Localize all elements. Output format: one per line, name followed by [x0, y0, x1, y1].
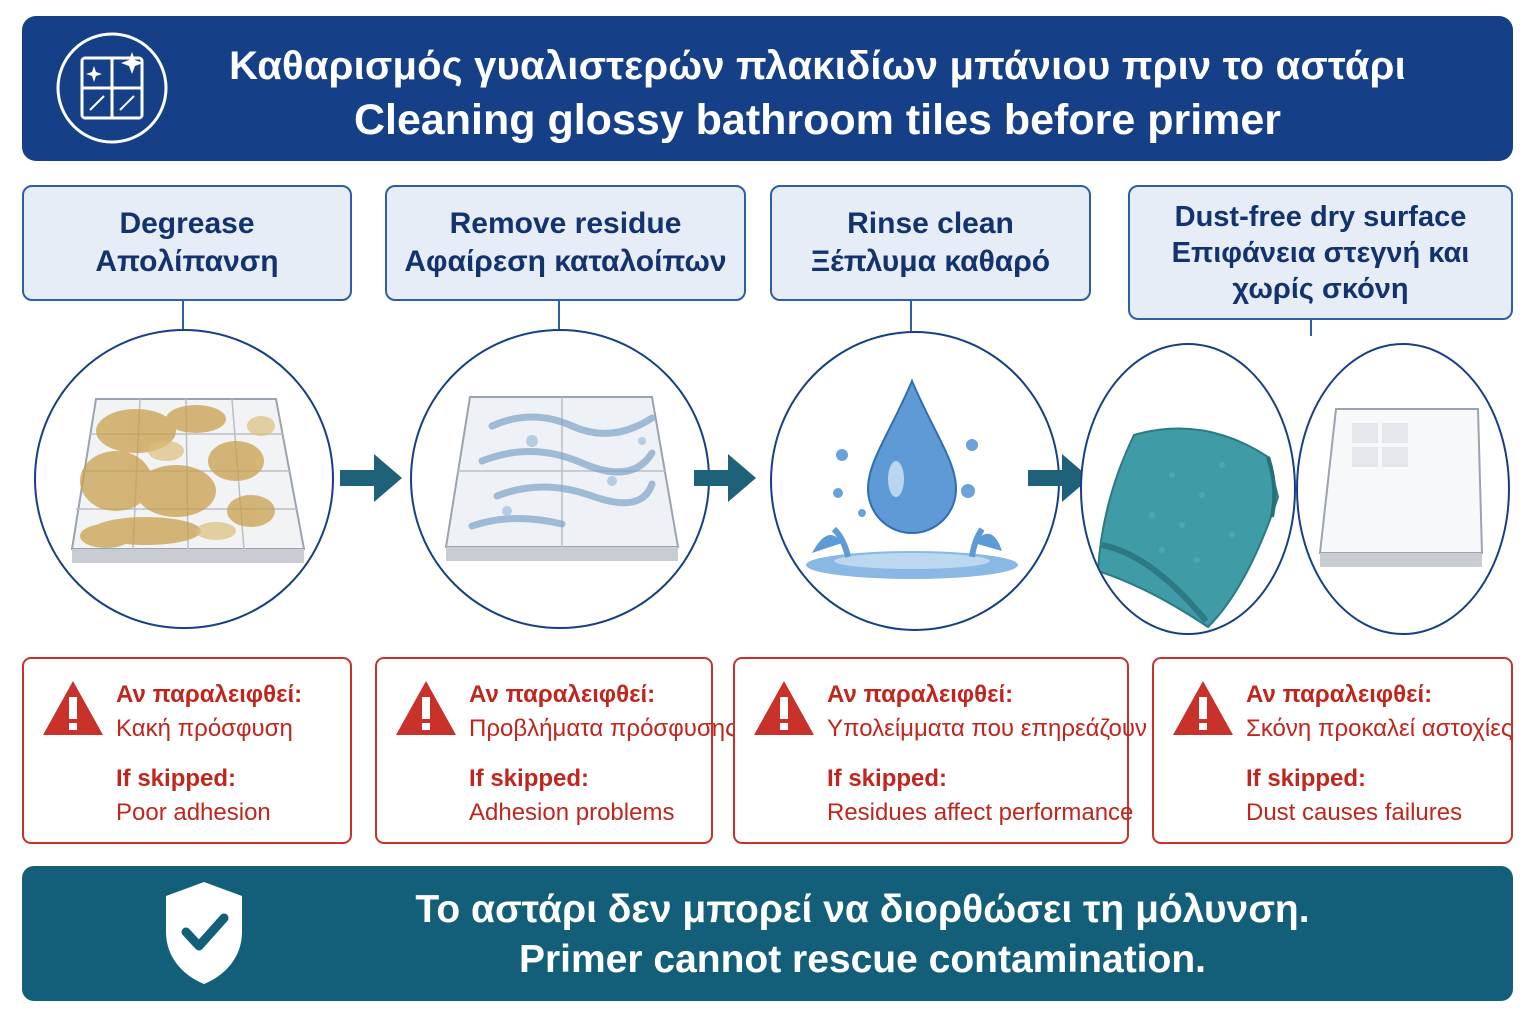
warning-label-en: If skipped:: [116, 765, 237, 792]
footer-banner: Το αστάρι δεν μπορεί να διορθώσει τη μόλ…: [22, 866, 1513, 1001]
warning-text-gr: Σκόνη προκαλεί αστοχίες: [1246, 715, 1513, 742]
header-banner: Καθαρισμός γυαλιστερών πλακιδίων μπάνιου…: [22, 16, 1513, 161]
title-english: Cleaning glossy bathroom tiles before pr…: [353, 96, 1282, 144]
step-label-en: Remove residue: [449, 207, 682, 240]
step-remove-residue-box: Remove residue Αφαίρεση καταλοίπων: [385, 185, 746, 301]
step-label-en: Dust-free dry surface: [1174, 200, 1467, 233]
warning-triangle-icon: [396, 681, 456, 735]
step-label-gr-line1: Επιφάνεια στεγνή και: [1171, 236, 1470, 269]
warning-triangle-icon: [1173, 681, 1233, 735]
step-label-gr: Ξέπλυμα καθαρό: [810, 245, 1051, 278]
footer-text-gr: Το αστάρι δεν μπορεί να διορθώσει τη μόλ…: [415, 888, 1310, 931]
title-greek: Καθαρισμός γυαλιστερών πλακιδίων μπάνιου…: [229, 44, 1406, 88]
connector-line: [182, 301, 184, 331]
greasy-tile-illustration: [34, 329, 334, 629]
warning-triangle-icon: [754, 681, 814, 735]
connector-line: [910, 301, 912, 331]
tile-sparkle-icon: [56, 32, 168, 144]
warning-box-residue: Αν παραλειφθεί: Προβλήματα πρόσφυσης If …: [375, 657, 737, 844]
warning-box-degrease: Αν παραλειφθεί: Κακή πρόσφυση If skipped…: [22, 657, 352, 844]
arrow-right-icon: [694, 454, 756, 502]
warning-label-gr: Αν παραλειφθεί:: [827, 681, 1014, 708]
warning-box-rinse: Αν παραλειφθεί: Υπολείμματα που επηρεάζο…: [733, 657, 1147, 844]
step-rinse-box: Rinse clean Ξέπλυμα καθαρό: [770, 185, 1091, 301]
warning-text-en: Residues affect performance: [827, 799, 1134, 826]
step-label-en: Rinse clean: [847, 207, 1014, 240]
arrow-right-icon: [1028, 454, 1090, 502]
warning-text-en: Adhesion problems: [469, 799, 675, 826]
step-label-en: Degrease: [119, 207, 255, 240]
connector-line: [558, 301, 560, 329]
warning-text-gr: Προβλήματα πρόσφυσης: [469, 715, 737, 742]
warning-text-gr: Υπολείμματα που επηρεάζουν: [827, 715, 1148, 742]
connector-line: [1310, 320, 1312, 336]
step-degrease-box: Degrease Απολίπανση: [22, 185, 352, 301]
warning-triangle-icon: [43, 681, 103, 735]
arrow-right-icon: [340, 454, 402, 502]
warning-text-gr: Κακή πρόσφυση: [116, 715, 293, 742]
warning-text-en: Poor adhesion: [116, 799, 271, 826]
warning-label-en: If skipped:: [469, 765, 590, 792]
step-label-gr: Απολίπανση: [95, 245, 279, 278]
step-label-gr-line2: χωρίς σκόνη: [1232, 272, 1409, 305]
warning-label-en: If skipped:: [1246, 765, 1367, 792]
warning-label-en: If skipped:: [827, 765, 948, 792]
step-dry-surface-box: Dust-free dry surface Επιφάνεια στεγνή κ…: [1128, 185, 1513, 320]
warning-box-dust: Αν παραλειφθεί: Σκόνη προκαλεί αστοχίες …: [1152, 657, 1513, 844]
clean-tile-illustration: [1296, 343, 1510, 635]
warning-text-en: Dust causes failures: [1246, 799, 1463, 826]
warning-label-gr: Αν παραλειφθεί:: [469, 681, 656, 708]
warning-label-gr: Αν παραλειφθεί:: [1246, 681, 1433, 708]
step-label-gr: Αφαίρεση καταλοίπων: [404, 245, 727, 278]
water-drop-illustration: [770, 331, 1060, 631]
shield-check-icon: [166, 882, 242, 984]
footer-text-en: Primer cannot rescue contamination.: [518, 938, 1206, 981]
microfiber-cloth-illustration: [1080, 343, 1296, 635]
warning-label-gr: Αν παραλειφθεί:: [116, 681, 303, 708]
residue-tile-illustration: [410, 329, 710, 629]
